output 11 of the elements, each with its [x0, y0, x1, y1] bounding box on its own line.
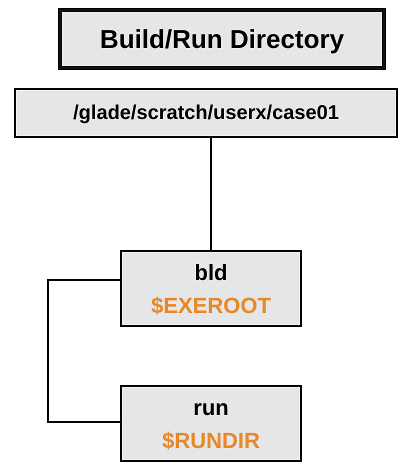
- directory-name: /glade/scratch/userx/case01: [73, 101, 339, 126]
- environment-variable: $RUNDIR: [162, 426, 260, 454]
- directory-box: [14, 88, 398, 138]
- connector-line: [210, 138, 212, 250]
- directory-box: [120, 385, 302, 462]
- title: Build/Run Directory: [100, 24, 344, 54]
- environment-variable: $EXEROOT: [151, 292, 271, 320]
- connector-line: [47, 279, 120, 423]
- directory-name: bld: [194, 258, 228, 286]
- directory-box: [120, 250, 302, 327]
- directory-name: run: [193, 394, 229, 422]
